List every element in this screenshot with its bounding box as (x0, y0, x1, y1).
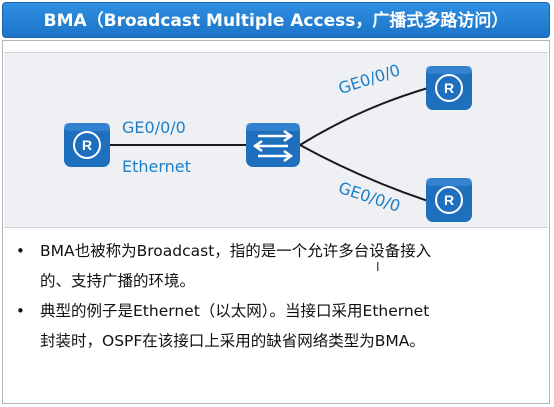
router-icon[interactable]: R (426, 66, 472, 110)
router-icon[interactable]: R (426, 178, 472, 222)
bullet-dot: • (16, 302, 25, 320)
svg-text:R: R (82, 137, 92, 153)
link-switch-lower-router (299, 144, 429, 202)
svg-text:R: R (444, 80, 454, 96)
link-switch-upper-router (299, 87, 429, 146)
left-link-label: Ethernet (122, 157, 191, 176)
bullet-item: • 典型的例子是Ethernet（以太网）。当接口采用Ethernet 封装时，… (14, 296, 544, 356)
bullet-list: • BMA也被称为Broadcast，指的是一个允许多台设备接入 的、支持广播的… (14, 236, 544, 356)
bullet-text-line: 封装时，OSPF在该接口上采用的缺省网络类型为BMA。 (40, 332, 425, 350)
slide-frame (2, 40, 550, 404)
bullet-item: • BMA也被称为Broadcast，指的是一个允许多台设备接入 的、支持广播的… (14, 236, 544, 296)
svg-text:R: R (444, 192, 454, 208)
left-port-label: GE0/0/0 (122, 118, 186, 137)
text-cursor-icon: I (376, 260, 380, 274)
router-icon[interactable]: R (64, 123, 110, 167)
slide-title: BMA（Broadcast Multiple Access，广播式多路访问） (2, 2, 550, 38)
bullet-dot: • (16, 242, 25, 260)
bullet-text-line: 典型的例子是Ethernet（以太网）。当接口采用Ethernet (40, 302, 430, 320)
bullet-text-line: BMA也被称为Broadcast，指的是一个允许多台设备接入 (40, 242, 432, 260)
bullet-text-line: 的、支持广播的环境。 (40, 272, 196, 290)
switch-icon[interactable] (246, 123, 300, 167)
